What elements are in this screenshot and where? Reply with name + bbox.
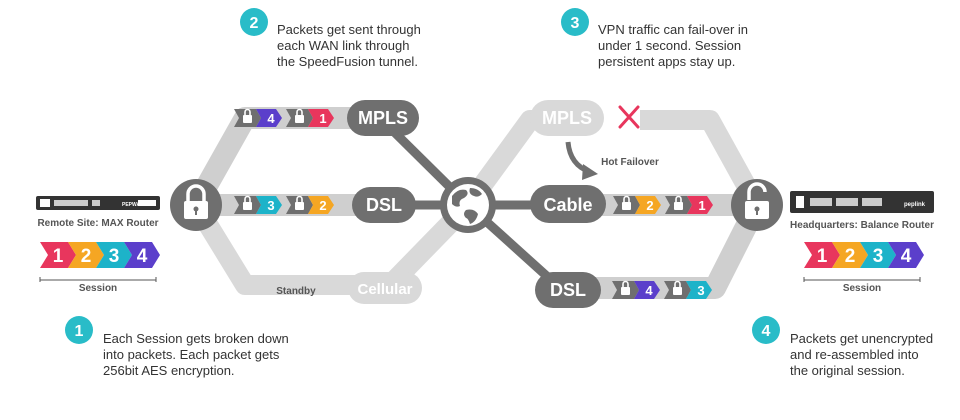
standby-label: Standby (276, 286, 316, 297)
cellular-label: Cellular (357, 281, 412, 298)
packet-number-chevron (256, 196, 282, 214)
mpls-left-link: MPLS (347, 100, 419, 136)
step-1-text: Each Session gets broken down into packe… (103, 331, 289, 378)
packet-number: 2 (319, 198, 326, 213)
packet-lock-icon (673, 287, 682, 295)
packet-number-chevron (308, 109, 334, 127)
balance-router-device: peplink (790, 191, 934, 213)
step-2-text: Packets get sent through each WAN link t… (277, 22, 421, 69)
packet-number: 4 (267, 111, 275, 126)
internet-globe-icon (440, 177, 496, 233)
packet-lock-icon (295, 115, 304, 123)
right-unlock-icon (731, 179, 783, 231)
step-3-badge: 3 (561, 8, 589, 36)
step-1-badge: 1 (65, 316, 93, 344)
session-number: 1 (53, 246, 64, 267)
cable-link: Cable (530, 185, 606, 223)
mpls-right-label: MPLS (542, 108, 592, 128)
failover-arrow-head (582, 164, 598, 180)
packet: 3 (664, 280, 712, 299)
svg-text:3: 3 (571, 15, 580, 32)
packet-lock-icon (622, 202, 631, 210)
step-3-text: VPN traffic can fail-over in under 1 sec… (598, 22, 749, 69)
dsl-left-link: DSL (352, 187, 416, 223)
packet-number-chevron (635, 196, 661, 214)
left-lock-icon (170, 179, 222, 231)
session-number: 4 (901, 246, 912, 267)
packet-lock-icon (295, 202, 304, 210)
step-2-badge: 2 (240, 8, 268, 36)
right-mpls-return-path (640, 110, 766, 210)
packet-number-chevron (256, 109, 282, 127)
right-session-label: Session (843, 283, 881, 294)
session-chevron: 4 (124, 242, 160, 268)
left-mpls-tunnel (186, 107, 360, 211)
pepwave-brand: PEPWAVE (122, 202, 147, 208)
mpls-left-label: MPLS (358, 108, 408, 128)
packet-number-chevron (687, 196, 713, 214)
remote-site-label: Remote Site: MAX Router (37, 218, 158, 229)
peplink-brand: peplink (904, 202, 926, 208)
session-chevron: 2 (68, 242, 104, 268)
cellular-path (187, 198, 476, 295)
svg-text:1: 1 (75, 323, 84, 340)
max-router-device: PEPWAVE (36, 196, 160, 210)
session-chevron: 3 (96, 242, 132, 268)
packet-lock-icon (621, 287, 630, 295)
session-chevron: 1 (804, 242, 840, 268)
packet-lock-icon (243, 202, 252, 210)
packet-number-chevron (686, 281, 712, 299)
cable-label: Cable (543, 195, 592, 215)
packet-number: 3 (267, 198, 274, 213)
hot-failover-label: Hot Failover (601, 157, 659, 168)
packet: 1 (286, 108, 334, 127)
packet-lock-icon (243, 115, 252, 123)
failed-x-icon (618, 105, 640, 129)
packet-number: 3 (697, 283, 704, 298)
session-number: 3 (109, 246, 120, 267)
session-number: 2 (81, 246, 92, 267)
step-4-badge: 4 (752, 316, 780, 344)
packet-number: 1 (319, 111, 326, 126)
dsl-left-label: DSL (366, 195, 402, 215)
packet-lock-icon (674, 202, 683, 210)
right-dsl-tunnel (585, 200, 767, 299)
session-chevron: 2 (832, 242, 868, 268)
packet: 4 (234, 108, 282, 127)
packet: 3 (234, 195, 282, 214)
session-chevron: 4 (888, 242, 924, 268)
step-4-text: Packets get unencrypted and re-assembled… (790, 331, 934, 378)
session-number: 3 (873, 246, 884, 267)
packet-number: 4 (645, 283, 653, 298)
packet-number-chevron (308, 196, 334, 214)
session-number: 1 (817, 246, 828, 267)
packet: 1 (665, 195, 713, 214)
packet: 2 (613, 195, 661, 214)
session-number: 4 (137, 246, 148, 267)
session-chevron: 1 (40, 242, 76, 268)
headquarters-label: Headquarters: Balance Router (790, 220, 934, 231)
packet: 4 (612, 280, 660, 299)
left-session-label: Session (79, 283, 117, 294)
packet-number: 2 (646, 198, 653, 213)
svg-text:2: 2 (250, 15, 259, 32)
dsl-right-label: DSL (550, 280, 586, 300)
packet-number: 1 (698, 198, 705, 213)
packet: 2 (286, 195, 334, 214)
mpls-right-link: MPLS (530, 100, 604, 136)
svg-text:4: 4 (762, 323, 771, 340)
session-number: 2 (845, 246, 856, 267)
cellular-link: Cellular (348, 272, 422, 304)
dsl-right-link: DSL (535, 272, 601, 308)
session-chevron: 3 (860, 242, 896, 268)
packet-number-chevron (634, 281, 660, 299)
